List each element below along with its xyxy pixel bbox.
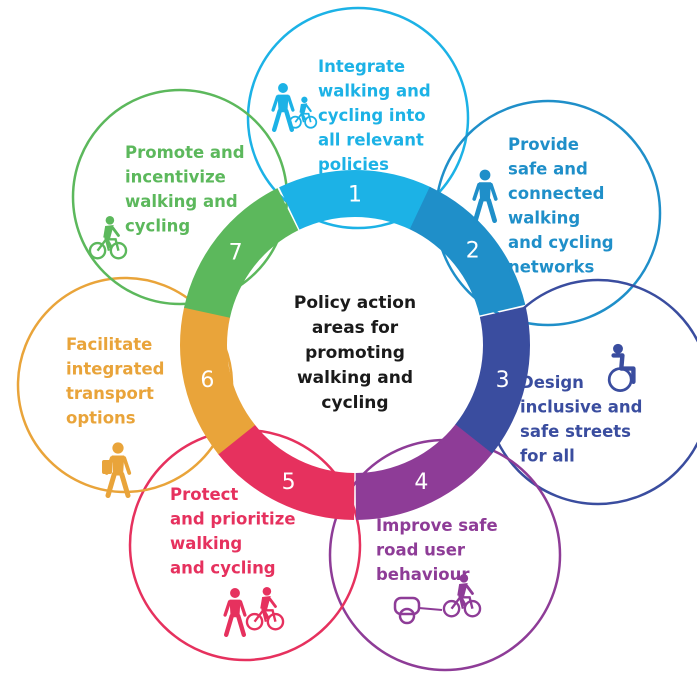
area-number-1: 1 bbox=[348, 183, 362, 208]
ring-segments bbox=[179, 170, 530, 520]
ring-segment-1 bbox=[279, 170, 431, 230]
area-icons bbox=[88, 83, 636, 637]
ring-segment-2 bbox=[409, 186, 526, 316]
walking-person-bag-icon bbox=[102, 442, 132, 498]
area-number-7: 7 bbox=[229, 241, 243, 266]
cyclist-with-trailer-icon bbox=[393, 574, 482, 625]
area-number-2: 2 bbox=[466, 239, 480, 264]
area-number-4: 4 bbox=[414, 470, 428, 495]
ring-numbers: 1 2 3 4 5 6 7 bbox=[200, 183, 509, 496]
wheelchair-user-icon bbox=[607, 343, 636, 392]
ring-segment-3 bbox=[454, 306, 530, 455]
ring-segment-7 bbox=[184, 188, 299, 318]
ring-segment-5 bbox=[217, 424, 355, 520]
folding-bike-cyclist-icon bbox=[88, 216, 128, 260]
petal-outline-1 bbox=[246, 6, 470, 230]
area-number-3: 3 bbox=[496, 368, 510, 393]
walking-adult-child-cycling-icon bbox=[271, 83, 318, 132]
pedestrian-and-cyclist-icon bbox=[223, 587, 285, 637]
area-number-6: 6 bbox=[200, 368, 214, 393]
walking-person-phone-icon bbox=[472, 169, 498, 223]
ring-segment-4 bbox=[355, 424, 493, 520]
ring-segment-6 bbox=[179, 306, 256, 455]
area-number-5: 5 bbox=[282, 470, 296, 495]
